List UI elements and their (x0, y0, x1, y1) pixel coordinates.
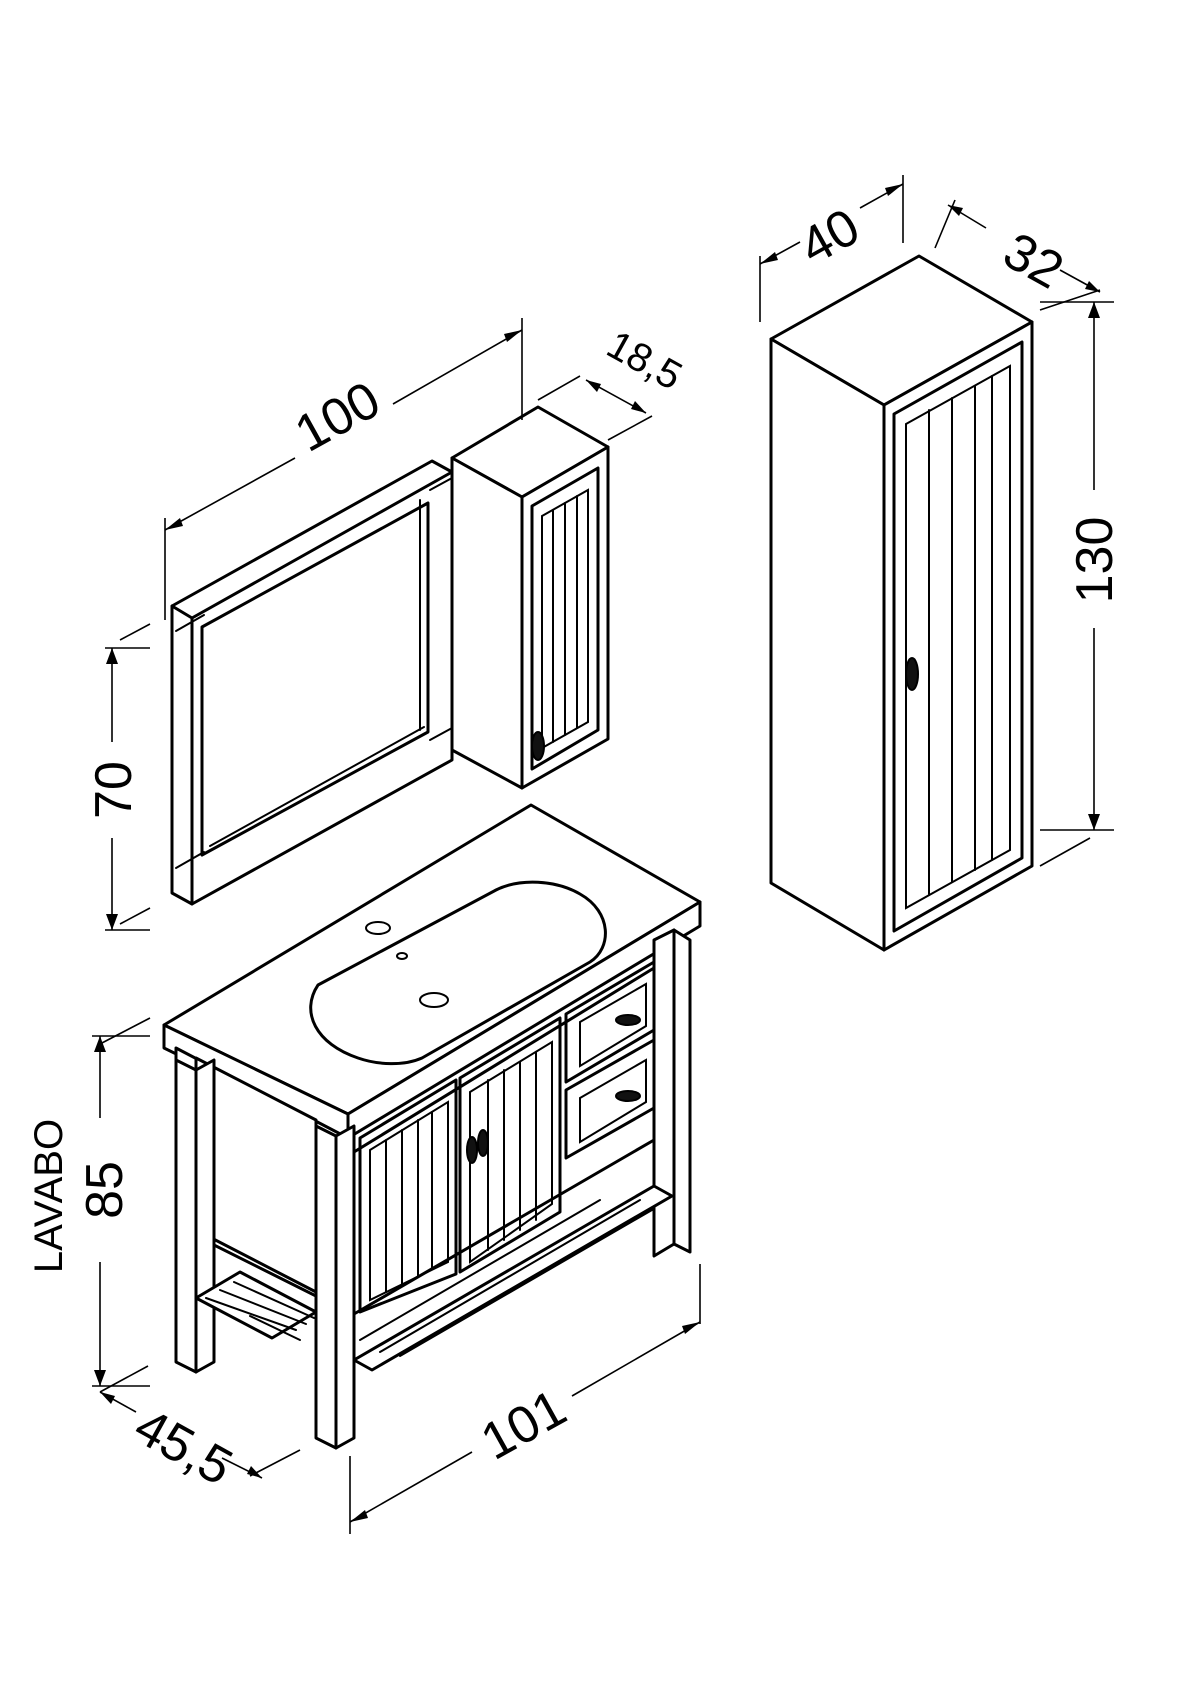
dim-mirror-height: 70 (85, 623, 151, 931)
dim-vanity-height: 85 LAVABO (27, 1017, 151, 1387)
dim-tall-width-label: 40 (790, 198, 869, 277)
dim-mirror-cabinet-depth-label: 18,5 (600, 323, 689, 399)
drawer-handle-bottom-icon (615, 1090, 641, 1102)
dim-vanity-depth-label: 45,5 (125, 1397, 242, 1497)
dim-vanity-width: 101 (349, 1264, 701, 1534)
dim-tall-depth-label: 32 (994, 222, 1073, 301)
vanity-label: LAVABO (27, 1119, 71, 1273)
tall-cabinet-knob-icon (905, 657, 919, 691)
dim-mirror-width-label: 100 (286, 371, 390, 464)
vanity-door-knob-right-icon (477, 1129, 489, 1157)
vanity-door-knob-left-icon (466, 1136, 478, 1164)
dim-mirror-height-label: 70 (85, 761, 143, 819)
cabinet-knob-icon (531, 731, 545, 761)
mirror-unit (170, 459, 454, 906)
vanity (162, 803, 702, 1450)
dim-vanity-height-label: 85 (76, 1161, 134, 1219)
dim-tall-height-label: 130 (1066, 517, 1124, 604)
drawer-handle-top-icon (615, 1014, 641, 1026)
small-wall-cabinet (450, 405, 610, 790)
dim-vanity-width-label: 101 (472, 1379, 576, 1472)
dim-tall-height: 130 (1039, 301, 1124, 867)
tall-cabinet (769, 254, 1034, 952)
